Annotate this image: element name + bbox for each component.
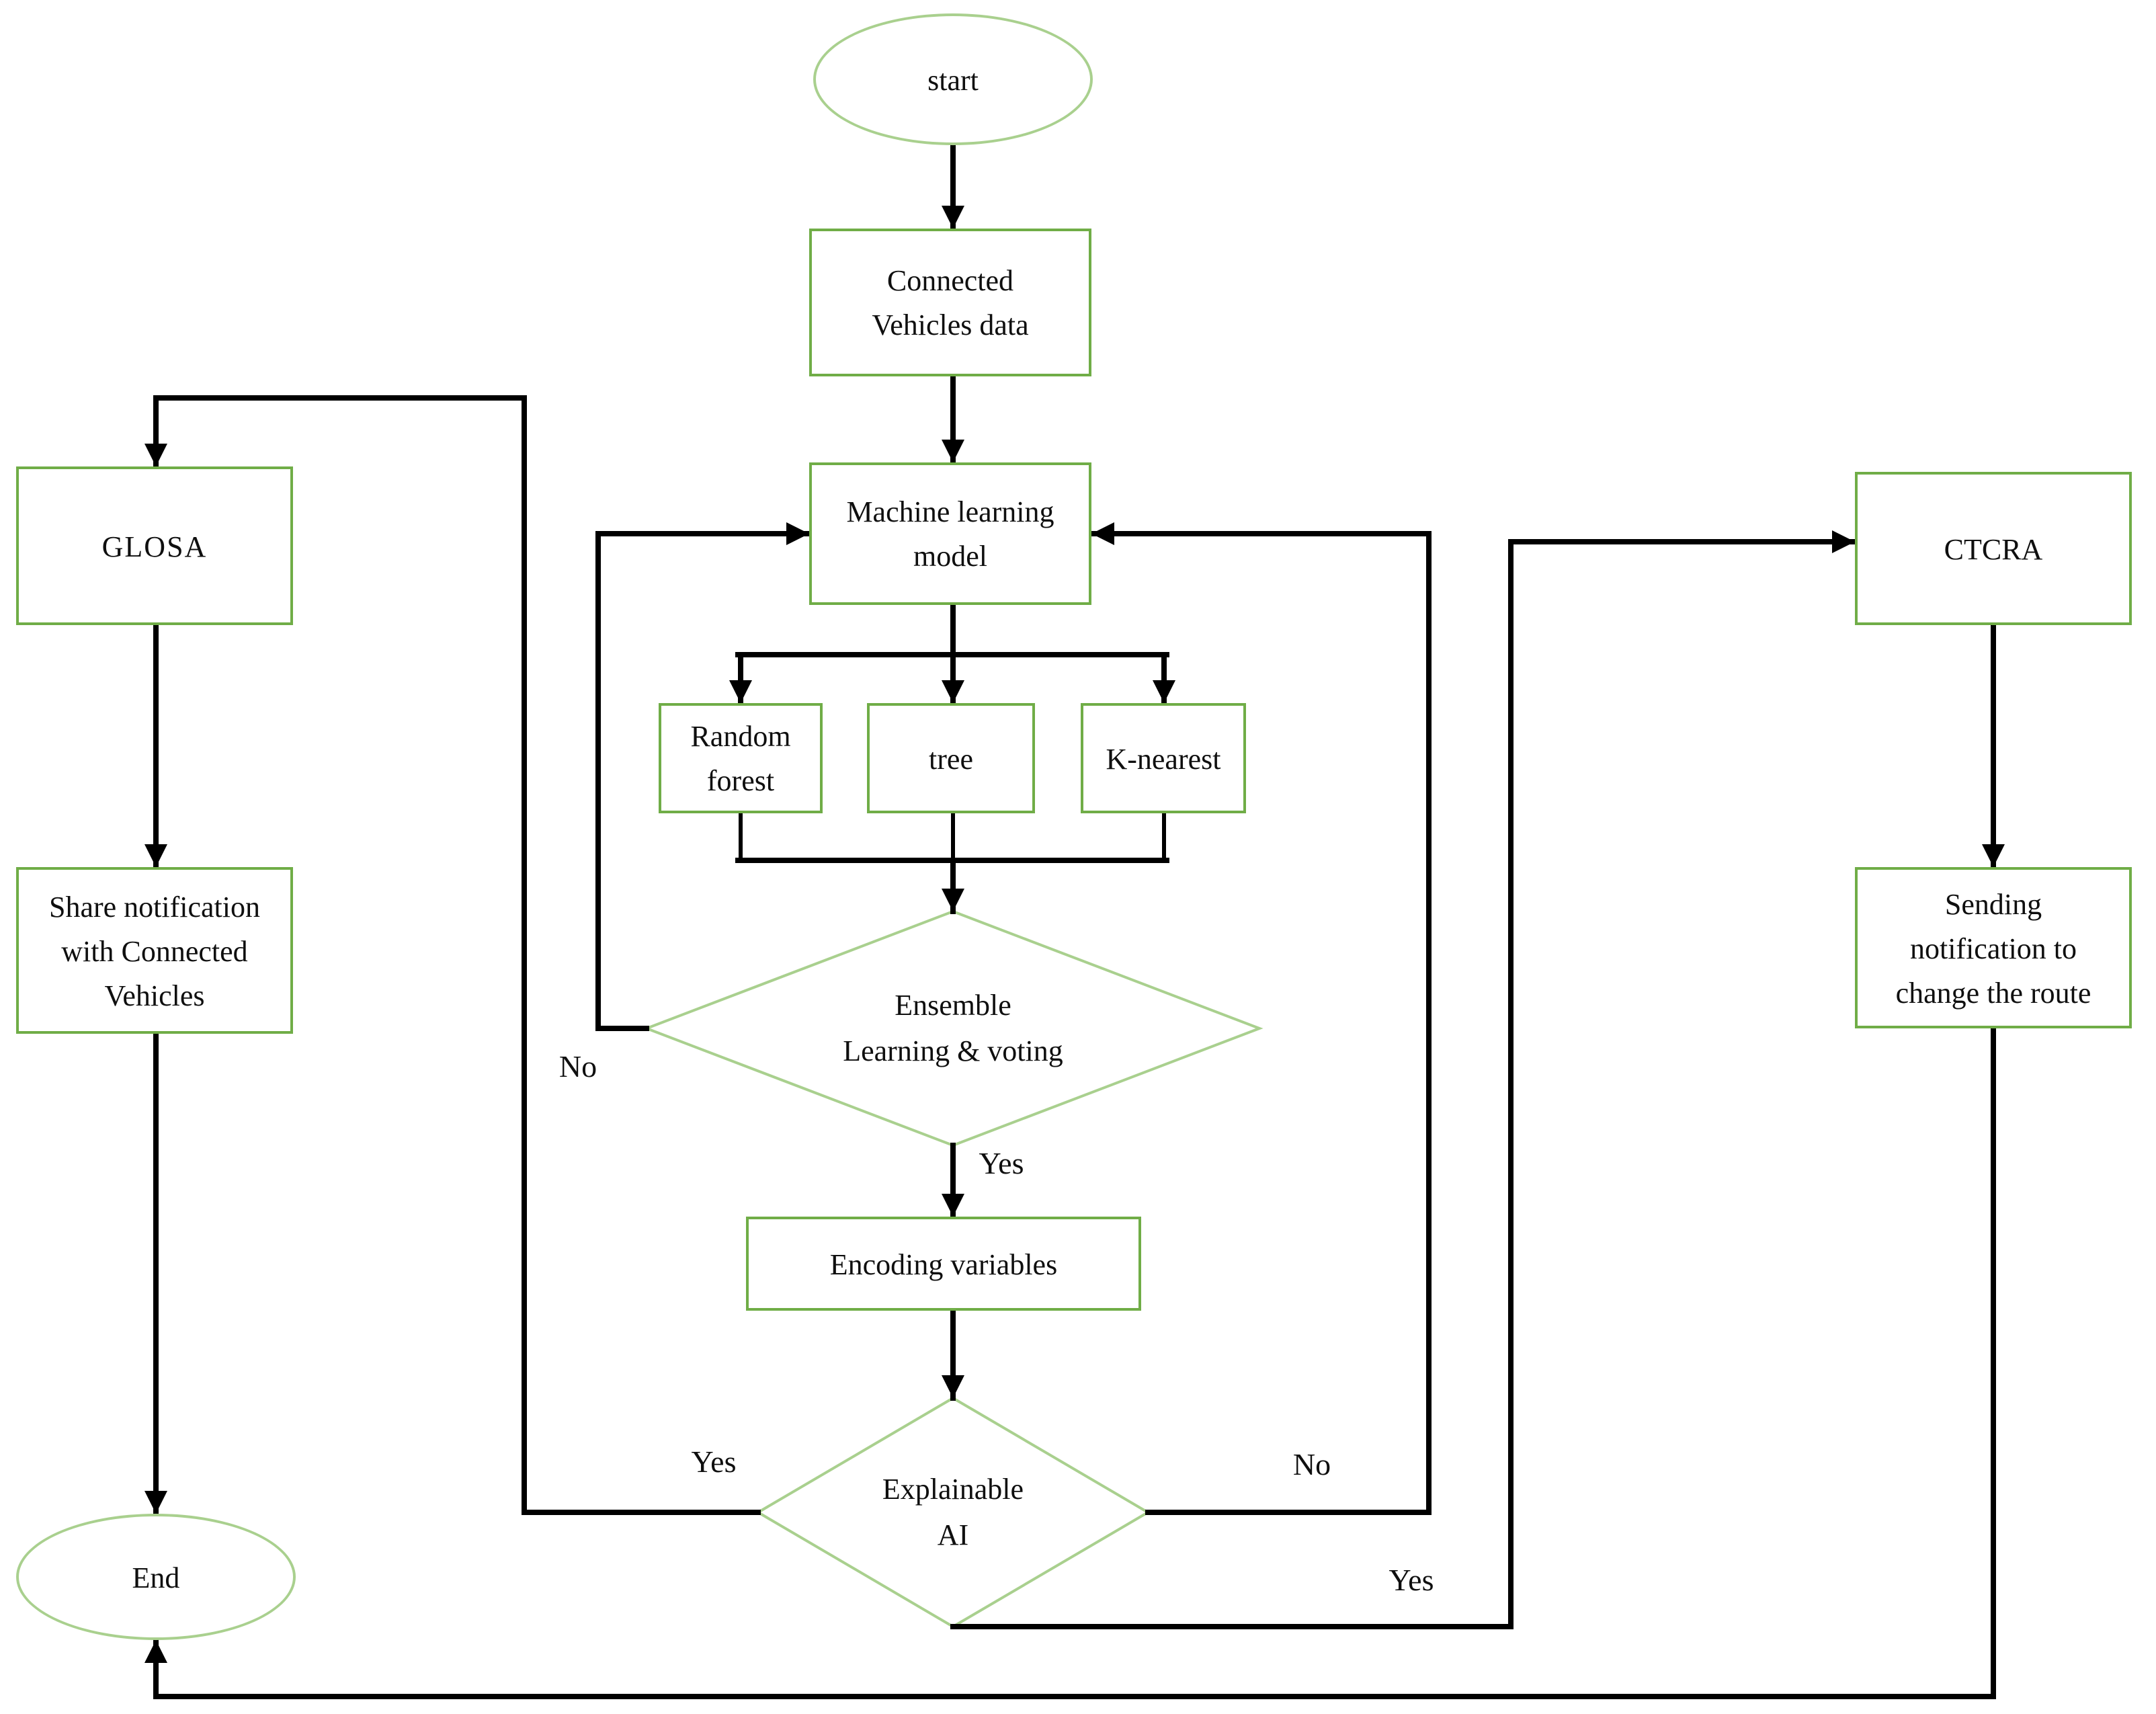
node-explainable-ai-label: Explainable AI [882,1471,1024,1551]
node-encoding-variables: Encoding variables [746,1217,1141,1311]
node-start: start [813,13,1093,145]
edge-label-ensemble-yes: Yes [979,1147,1024,1180]
node-share-notification: Share notification with Connected Vehicl… [16,867,293,1034]
node-sending-notification: Sending notification to change the route [1855,867,2132,1028]
edge-label-explainable-yes-left: Yes [691,1445,737,1479]
edge-label-explainable-yes-bottom: Yes [1388,1563,1434,1597]
edge-label-ensemble-no: No [558,1050,597,1084]
node-ensemble-learning-voting-label: Ensemble Learning & voting [843,987,1063,1067]
node-k-nearest: K-nearest [1081,703,1246,813]
node-glosa: GLOSA [16,466,293,625]
node-tree: tree [867,703,1035,813]
edge-label-explainable-no-right: No [1292,1448,1331,1481]
node-random-forest: Random forest [659,703,823,813]
edge-ensemble-no-to-model [595,522,812,1031]
node-connected-vehicles-data: Connected Vehicles data [809,229,1091,376]
node-end: End [16,1514,296,1640]
edge-sending-to-end [144,1026,1996,1699]
edge-explainable-yes-to-ctcra [950,530,1858,1629]
node-machine-learning-model: Machine learning model [809,462,1091,605]
edge-explainable-yes-to-glosa [144,395,761,1515]
node-ctcra: CTCRA [1855,472,2132,625]
edge-explainable-no-to-model [1089,522,1432,1515]
